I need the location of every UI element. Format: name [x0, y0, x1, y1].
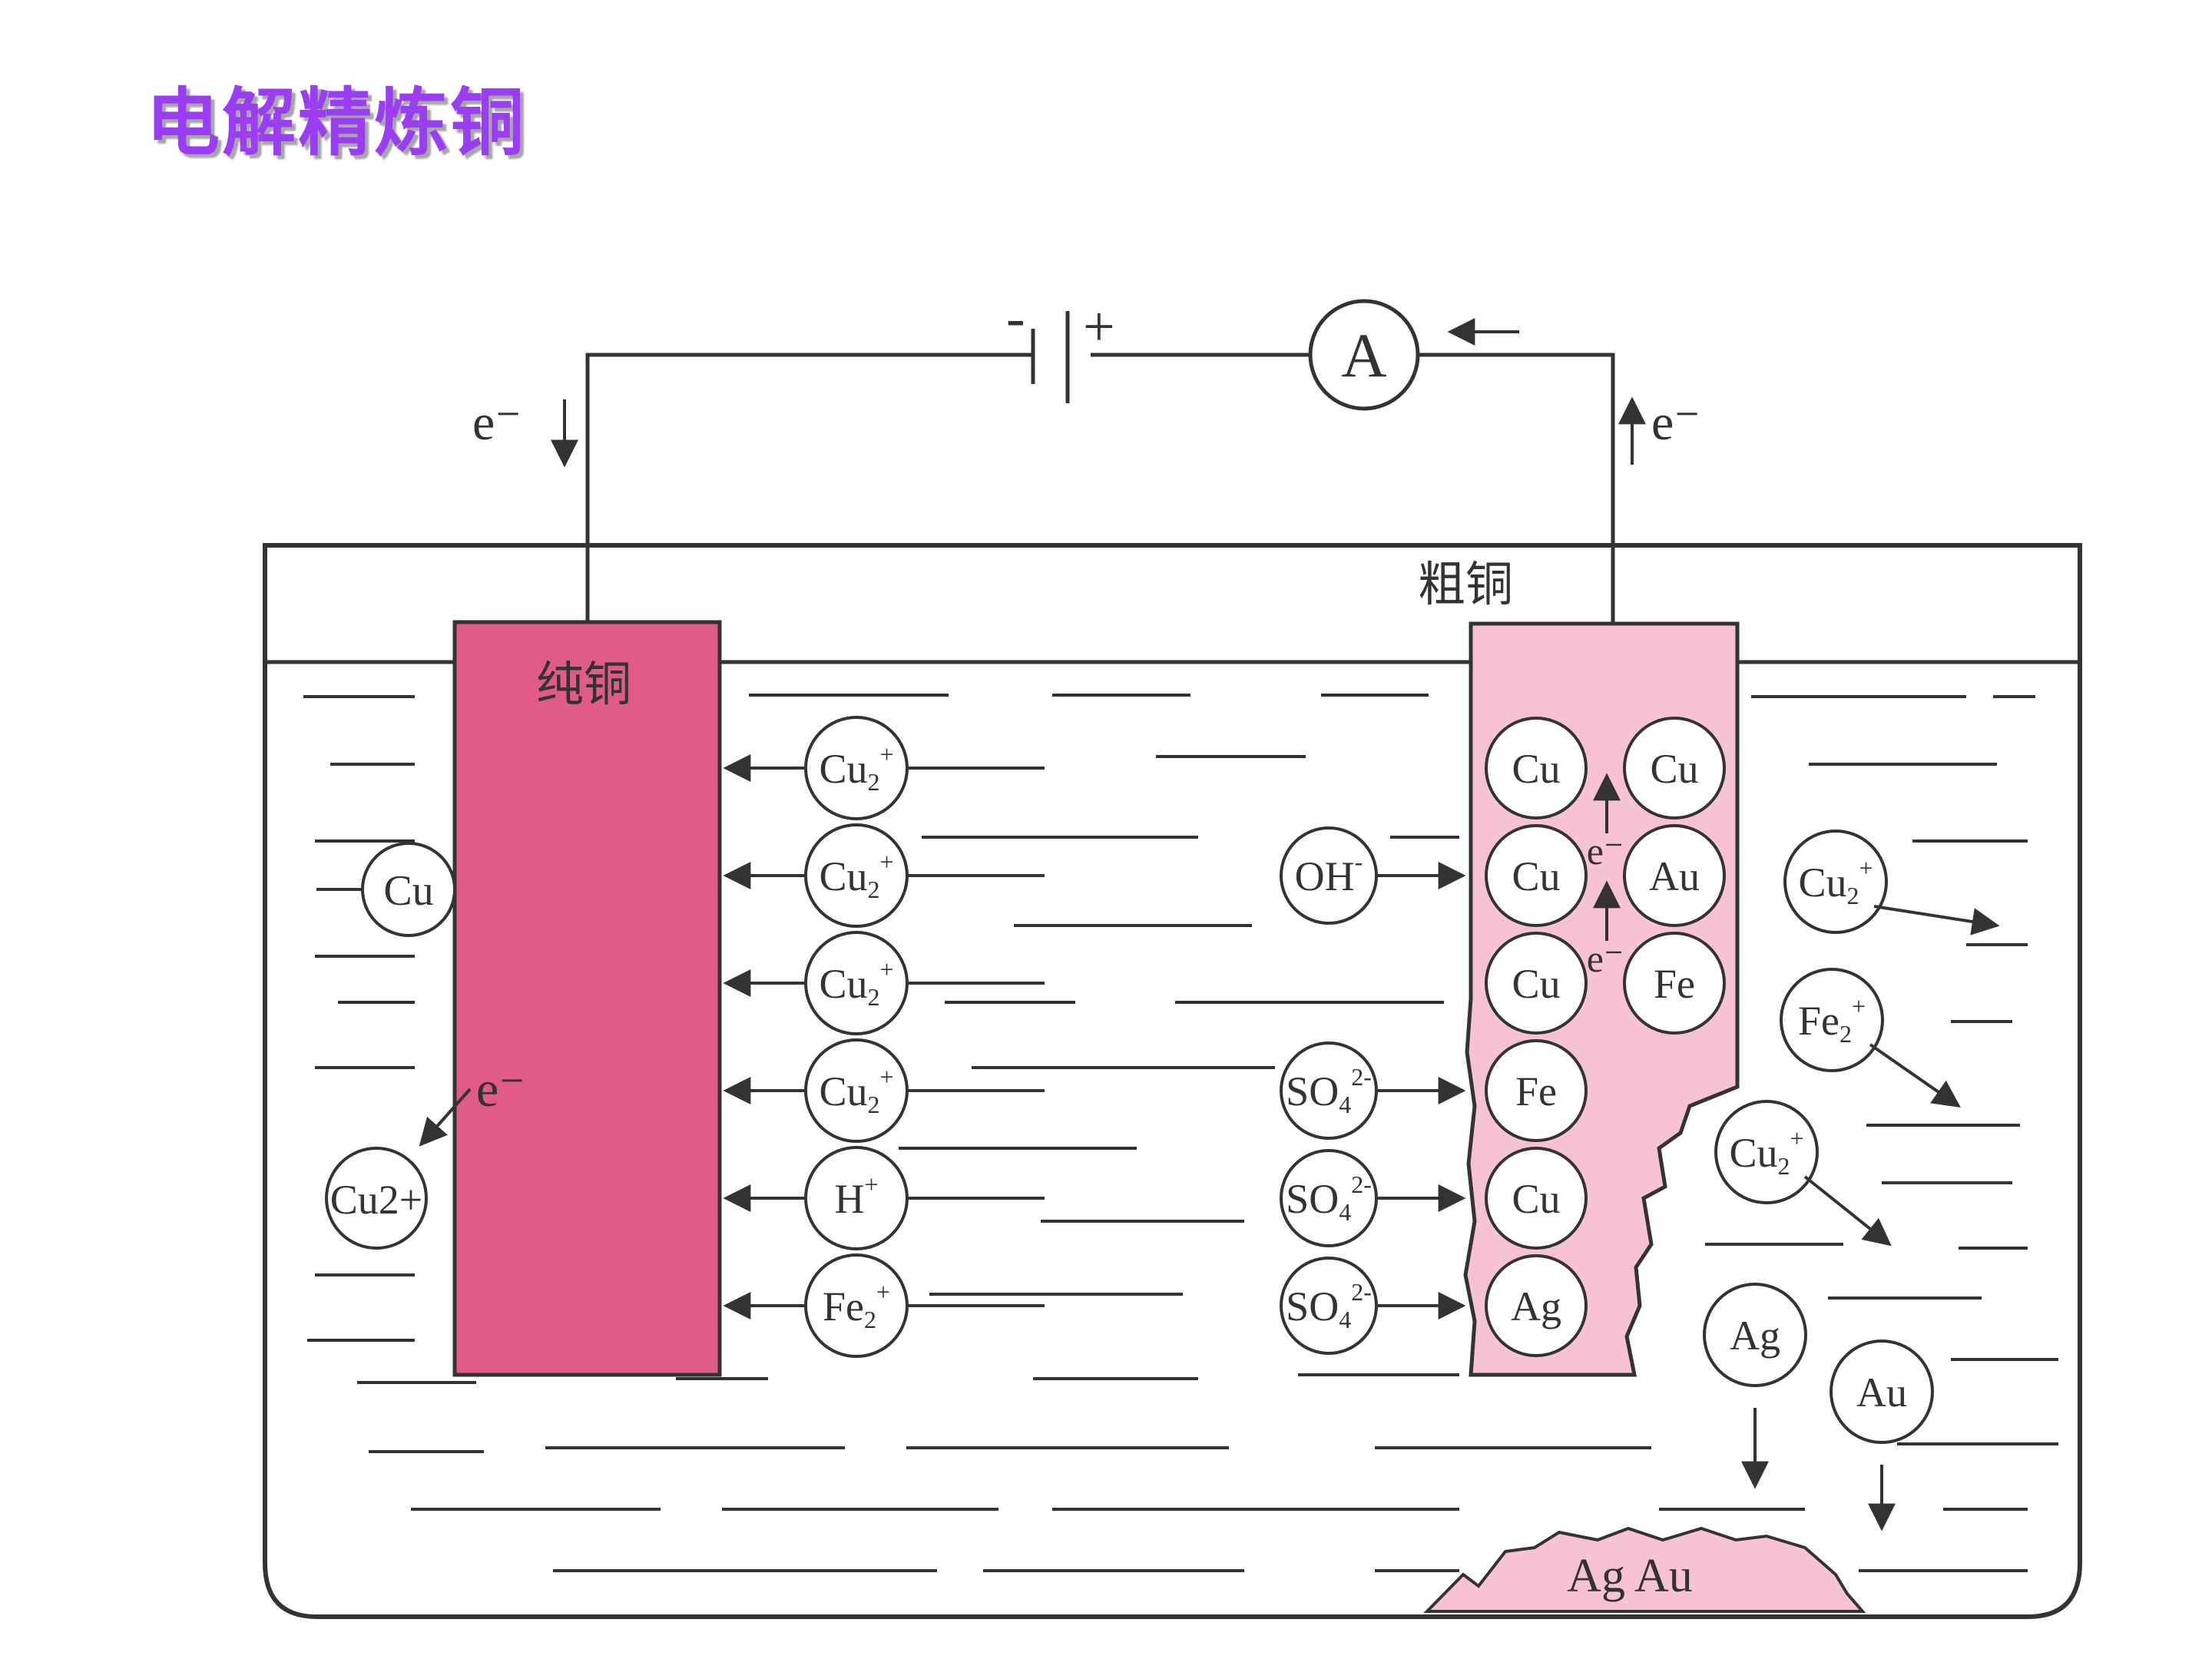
anode-atom-right-1: Cu	[1623, 717, 1726, 820]
page-title: 电解精炼铜	[146, 80, 526, 166]
cation-5: H+	[804, 1146, 909, 1250]
falling-metal-2-label: Au	[1856, 1369, 1907, 1416]
ammeter: A	[1308, 299, 1420, 411]
released-ion-1: Cu2+	[1783, 830, 1888, 934]
anion-2-label: SO42-	[1286, 1063, 1372, 1118]
anion-3-label: SO42-	[1286, 1171, 1372, 1226]
released-ion-arrow-1	[1873, 905, 2000, 935]
anion-1: OH-	[1280, 826, 1378, 925]
anode-atom-left-6: Ag	[1485, 1254, 1588, 1357]
released-ion-arrow-2	[1869, 1043, 1961, 1108]
cation-4: Cu2+	[804, 1038, 909, 1143]
solution-lines	[303, 694, 2058, 1572]
anode-atom-right-2-label: Au	[1649, 853, 1700, 899]
anode-electrons: e⁻ e⁻	[1587, 773, 1624, 980]
cation-3-label: Cu2+	[819, 955, 893, 1011]
battery-negative-sign: -	[1006, 286, 1025, 349]
anode-electron-label-1: e⁻	[1587, 830, 1624, 873]
anode-atom-left-2: Cu	[1485, 824, 1588, 927]
anode-electron-label-2: e⁻	[1587, 937, 1624, 980]
pure-copper-label: 纯铜	[536, 656, 631, 712]
released-ion-2-label: Fe2+	[1798, 992, 1866, 1048]
anion-3: SO42-	[1280, 1149, 1378, 1247]
svg-text:Cu2+: Cu2+	[330, 1177, 422, 1223]
anode-atom-left-4: Fe	[1485, 1039, 1588, 1142]
external-circuit	[585, 311, 1615, 626]
cation-6-label: Fe2+	[823, 1278, 890, 1333]
anode-mud-label: Ag Au	[1567, 1550, 1693, 1602]
cathode-copper-ion: Cu2+	[325, 1147, 428, 1250]
cation-1: Cu2+	[804, 716, 909, 820]
cation-4-label: Cu2+	[819, 1063, 893, 1118]
anion-4: SO42-	[1280, 1257, 1378, 1355]
cathode-electron-label: e⁻	[476, 1061, 525, 1118]
anode-atom-left-3: Cu	[1485, 932, 1588, 1035]
migrating-anions: OH- SO42- SO42- SO42-	[1280, 826, 1466, 1355]
anode-atom-left-6-label: Ag	[1511, 1283, 1561, 1330]
migrating-cations: Cu2+ Cu2+ Cu2+ Cu2+ H+ Fe2+	[723, 716, 1045, 1358]
cation-5-label: H+	[834, 1171, 878, 1222]
falling-metal-1: Ag	[1703, 1283, 1807, 1387]
released-ion-3: Cu2+	[1714, 1100, 1819, 1204]
anion-1-label: OH-	[1295, 848, 1363, 899]
anode-mud	[1423, 1526, 1866, 1613]
released-ion-arrow-3	[1803, 1175, 1892, 1247]
anion-4-label: SO42-	[1286, 1278, 1372, 1333]
anode-atom-left-3-label: Cu	[1512, 961, 1560, 1007]
cathode-electron-arrow	[419, 1088, 472, 1147]
anion-2: SO42-	[1280, 1041, 1378, 1140]
released-ions: Cu2+ Fe2+ Cu2+	[1714, 830, 2000, 1247]
left-electron-label: e⁻	[472, 395, 522, 451]
cation-2-label: Cu2+	[819, 848, 893, 903]
anode-atom-right-1-label: Cu	[1650, 746, 1698, 792]
crude-copper-label: 粗铜	[1418, 556, 1513, 612]
anode-atom-left-2-label: Cu	[1512, 853, 1560, 899]
anode-atom-right-3-label: Fe	[1654, 961, 1695, 1007]
anode-atom-right-3: Fe	[1623, 932, 1726, 1035]
cation-2: Cu2+	[804, 823, 909, 928]
anode-atom-left-5-label: Cu	[1512, 1176, 1560, 1222]
released-ion-1-label: Cu2+	[1798, 854, 1873, 909]
anode-atom-left-1: Cu	[1485, 717, 1588, 820]
battery-positive-sign: +	[1083, 296, 1115, 359]
cathode-copper-ion-label: Cu2+	[330, 1177, 422, 1223]
anode-atom-left-4-label: Fe	[1515, 1068, 1557, 1114]
falling-metal-2: Au	[1830, 1339, 1934, 1444]
cation-3: Cu2+	[804, 931, 909, 1035]
anode-atom-right-2: Au	[1623, 824, 1726, 927]
cation-1-label: Cu2+	[819, 740, 893, 796]
released-ion-2: Fe2+	[1780, 968, 1884, 1072]
pure-copper-electrode	[452, 620, 722, 1377]
released-ion-3-label: Cu2+	[1729, 1124, 1803, 1180]
anode-atom-left-5: Cu	[1485, 1147, 1588, 1250]
electrolytic-tank	[263, 543, 2082, 1619]
right-electron-label: e⁻	[1651, 395, 1700, 451]
cathode-copper-atom: Cu	[316, 842, 456, 937]
cathode-copper-atom-label: Cu	[383, 867, 433, 915]
anode-atom-left-1-label: Cu	[1512, 746, 1560, 792]
ammeter-label: A	[1341, 320, 1386, 390]
cation-6: Fe2+	[804, 1253, 909, 1358]
falling-metal-1-label: Ag	[1730, 1313, 1780, 1359]
